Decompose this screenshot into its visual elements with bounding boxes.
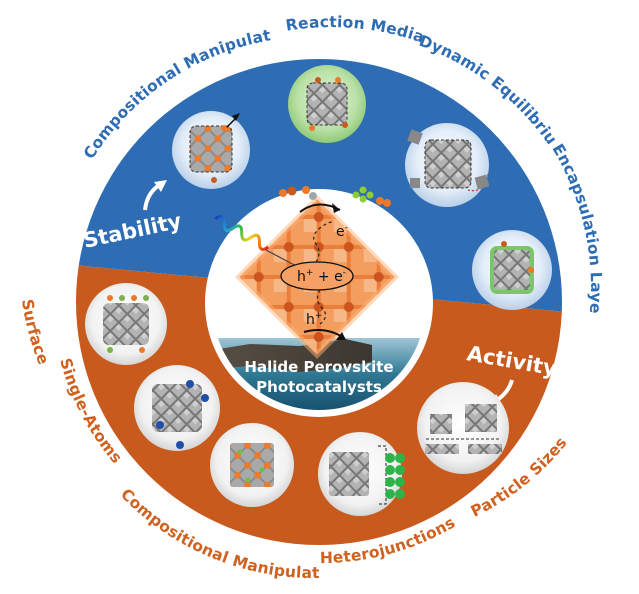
hole-label: h+ xyxy=(306,311,322,328)
hole-path xyxy=(316,289,327,325)
bubble-compositional-stability xyxy=(172,111,250,189)
bubble-encapsulation-layers xyxy=(472,230,552,310)
label-surface: Surface xyxy=(18,298,53,367)
bubble-dynamic-equilibrium xyxy=(405,123,490,207)
bubble-compositional-activity xyxy=(210,423,294,507)
center-title-line2: Photocatalysts xyxy=(256,378,382,396)
exciton-ellipse xyxy=(280,261,354,291)
center-panel: h+ + e- e- h+ Halide Perovskite Photocat… xyxy=(212,186,426,410)
reactant-molecules-icon xyxy=(279,186,391,207)
light-wave-icon xyxy=(214,214,270,251)
center-title-line1: Halide Perovskite xyxy=(244,358,393,376)
bubble-heterojunctions xyxy=(318,432,405,516)
bubble-reaction-media xyxy=(288,65,366,143)
bubble-particle-sizes xyxy=(417,382,509,474)
label-reaction-media: Reaction Media xyxy=(285,13,427,46)
cliff-background xyxy=(212,339,372,372)
electron-label: e- xyxy=(336,223,348,240)
electron-hole-pair: h+ + e- xyxy=(297,268,346,285)
bubble-surface xyxy=(85,283,167,365)
bubble-single-atoms xyxy=(134,365,220,451)
